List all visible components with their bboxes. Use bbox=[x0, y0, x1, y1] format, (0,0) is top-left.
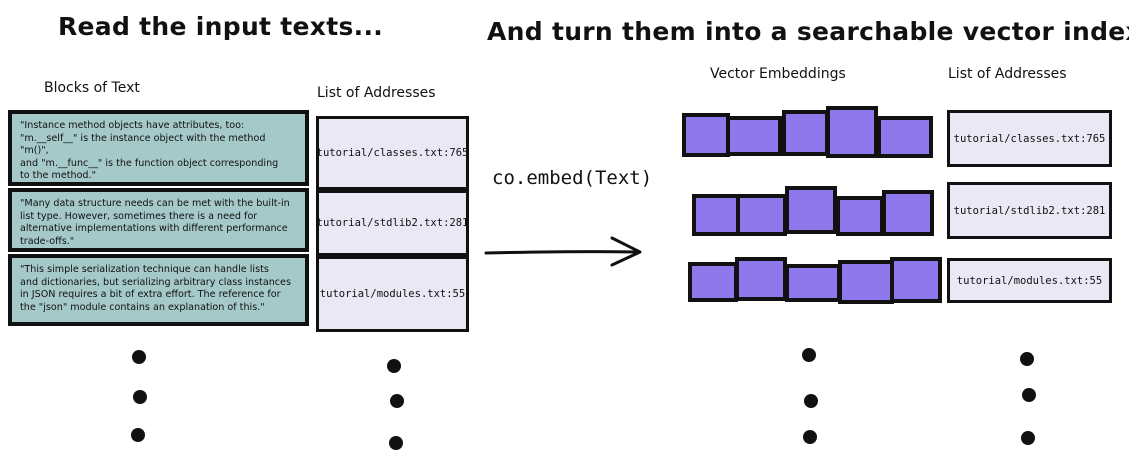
embedding-cell bbox=[877, 116, 933, 158]
text-block-1: "Instance method objects have attributes… bbox=[8, 110, 309, 186]
dot bbox=[803, 430, 817, 444]
address-right-2: tutorial/stdlib2.txt:281 bbox=[947, 182, 1112, 239]
text-block-3: "This simple serialization technique can… bbox=[8, 254, 309, 326]
embedding-cell bbox=[692, 194, 740, 236]
arrow-icon bbox=[484, 236, 642, 267]
vector-embeddings-label: Vector Embeddings bbox=[710, 66, 846, 82]
dot bbox=[1020, 352, 1034, 366]
address-left-1: tutorial/classes.txt:765 bbox=[316, 116, 469, 190]
blocks-of-text-label: Blocks of Text bbox=[44, 80, 140, 96]
dot bbox=[131, 428, 145, 442]
address-right-1: tutorial/classes.txt:765 bbox=[947, 110, 1112, 167]
embedding-cell bbox=[785, 264, 841, 302]
embedding-cell bbox=[682, 113, 730, 157]
embedding-cell bbox=[785, 186, 837, 234]
list-of-addresses-left-label: List of Addresses bbox=[317, 85, 436, 101]
embedding-cell bbox=[726, 116, 782, 156]
dot bbox=[133, 390, 147, 404]
dot bbox=[390, 394, 404, 408]
address-right-3: tutorial/modules.txt:55 bbox=[947, 258, 1112, 303]
dot bbox=[389, 436, 403, 450]
text-block-2: "Many data structure needs can be met wi… bbox=[8, 188, 309, 252]
dot bbox=[132, 350, 146, 364]
embedding-cell bbox=[688, 262, 738, 302]
embedding-cell bbox=[735, 257, 787, 301]
embedding-cell bbox=[782, 110, 829, 156]
embedding-cell bbox=[838, 260, 894, 304]
embedding-cell bbox=[836, 196, 884, 236]
embedding-cell bbox=[826, 106, 878, 158]
dot bbox=[802, 348, 816, 362]
heading-right: And turn them into a searchable vector i… bbox=[487, 17, 1129, 46]
dot bbox=[1021, 431, 1035, 445]
address-left-2: tutorial/stdlib2.txt:281 bbox=[316, 190, 469, 256]
dot bbox=[804, 394, 818, 408]
dot bbox=[387, 359, 401, 373]
address-left-3: tutorial/modules.txt:55 bbox=[316, 256, 469, 332]
embedding-cell bbox=[890, 257, 942, 303]
embed-operation-label: co.embed(Text) bbox=[492, 167, 653, 189]
heading-left: Read the input texts... bbox=[58, 12, 384, 41]
list-of-addresses-right-label: List of Addresses bbox=[948, 66, 1067, 82]
dot bbox=[1022, 388, 1036, 402]
embedding-cell bbox=[736, 194, 787, 236]
embedding-cell bbox=[882, 190, 934, 236]
